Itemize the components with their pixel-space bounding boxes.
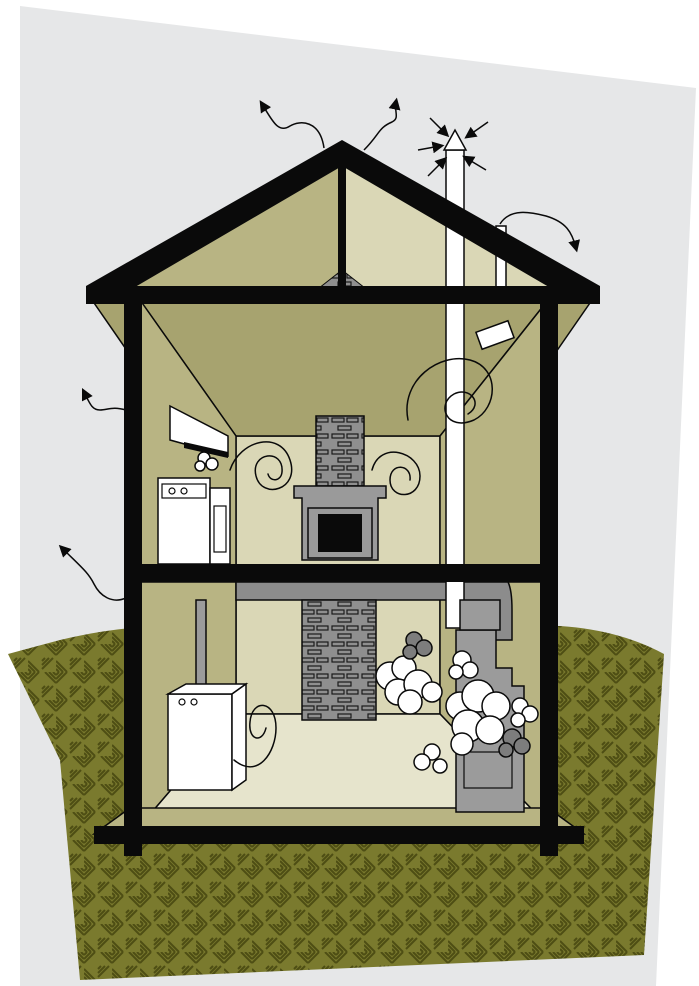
middle-floor-beam xyxy=(124,564,558,582)
stove xyxy=(158,478,230,564)
attic-vertical xyxy=(338,160,346,290)
firebox xyxy=(318,514,362,552)
bottom-floor-beam xyxy=(94,826,584,844)
chimney-stack-lower xyxy=(302,600,376,720)
chimney-stack-upper xyxy=(316,416,364,486)
clothes-dryer xyxy=(168,684,246,790)
air-duct xyxy=(236,582,472,600)
